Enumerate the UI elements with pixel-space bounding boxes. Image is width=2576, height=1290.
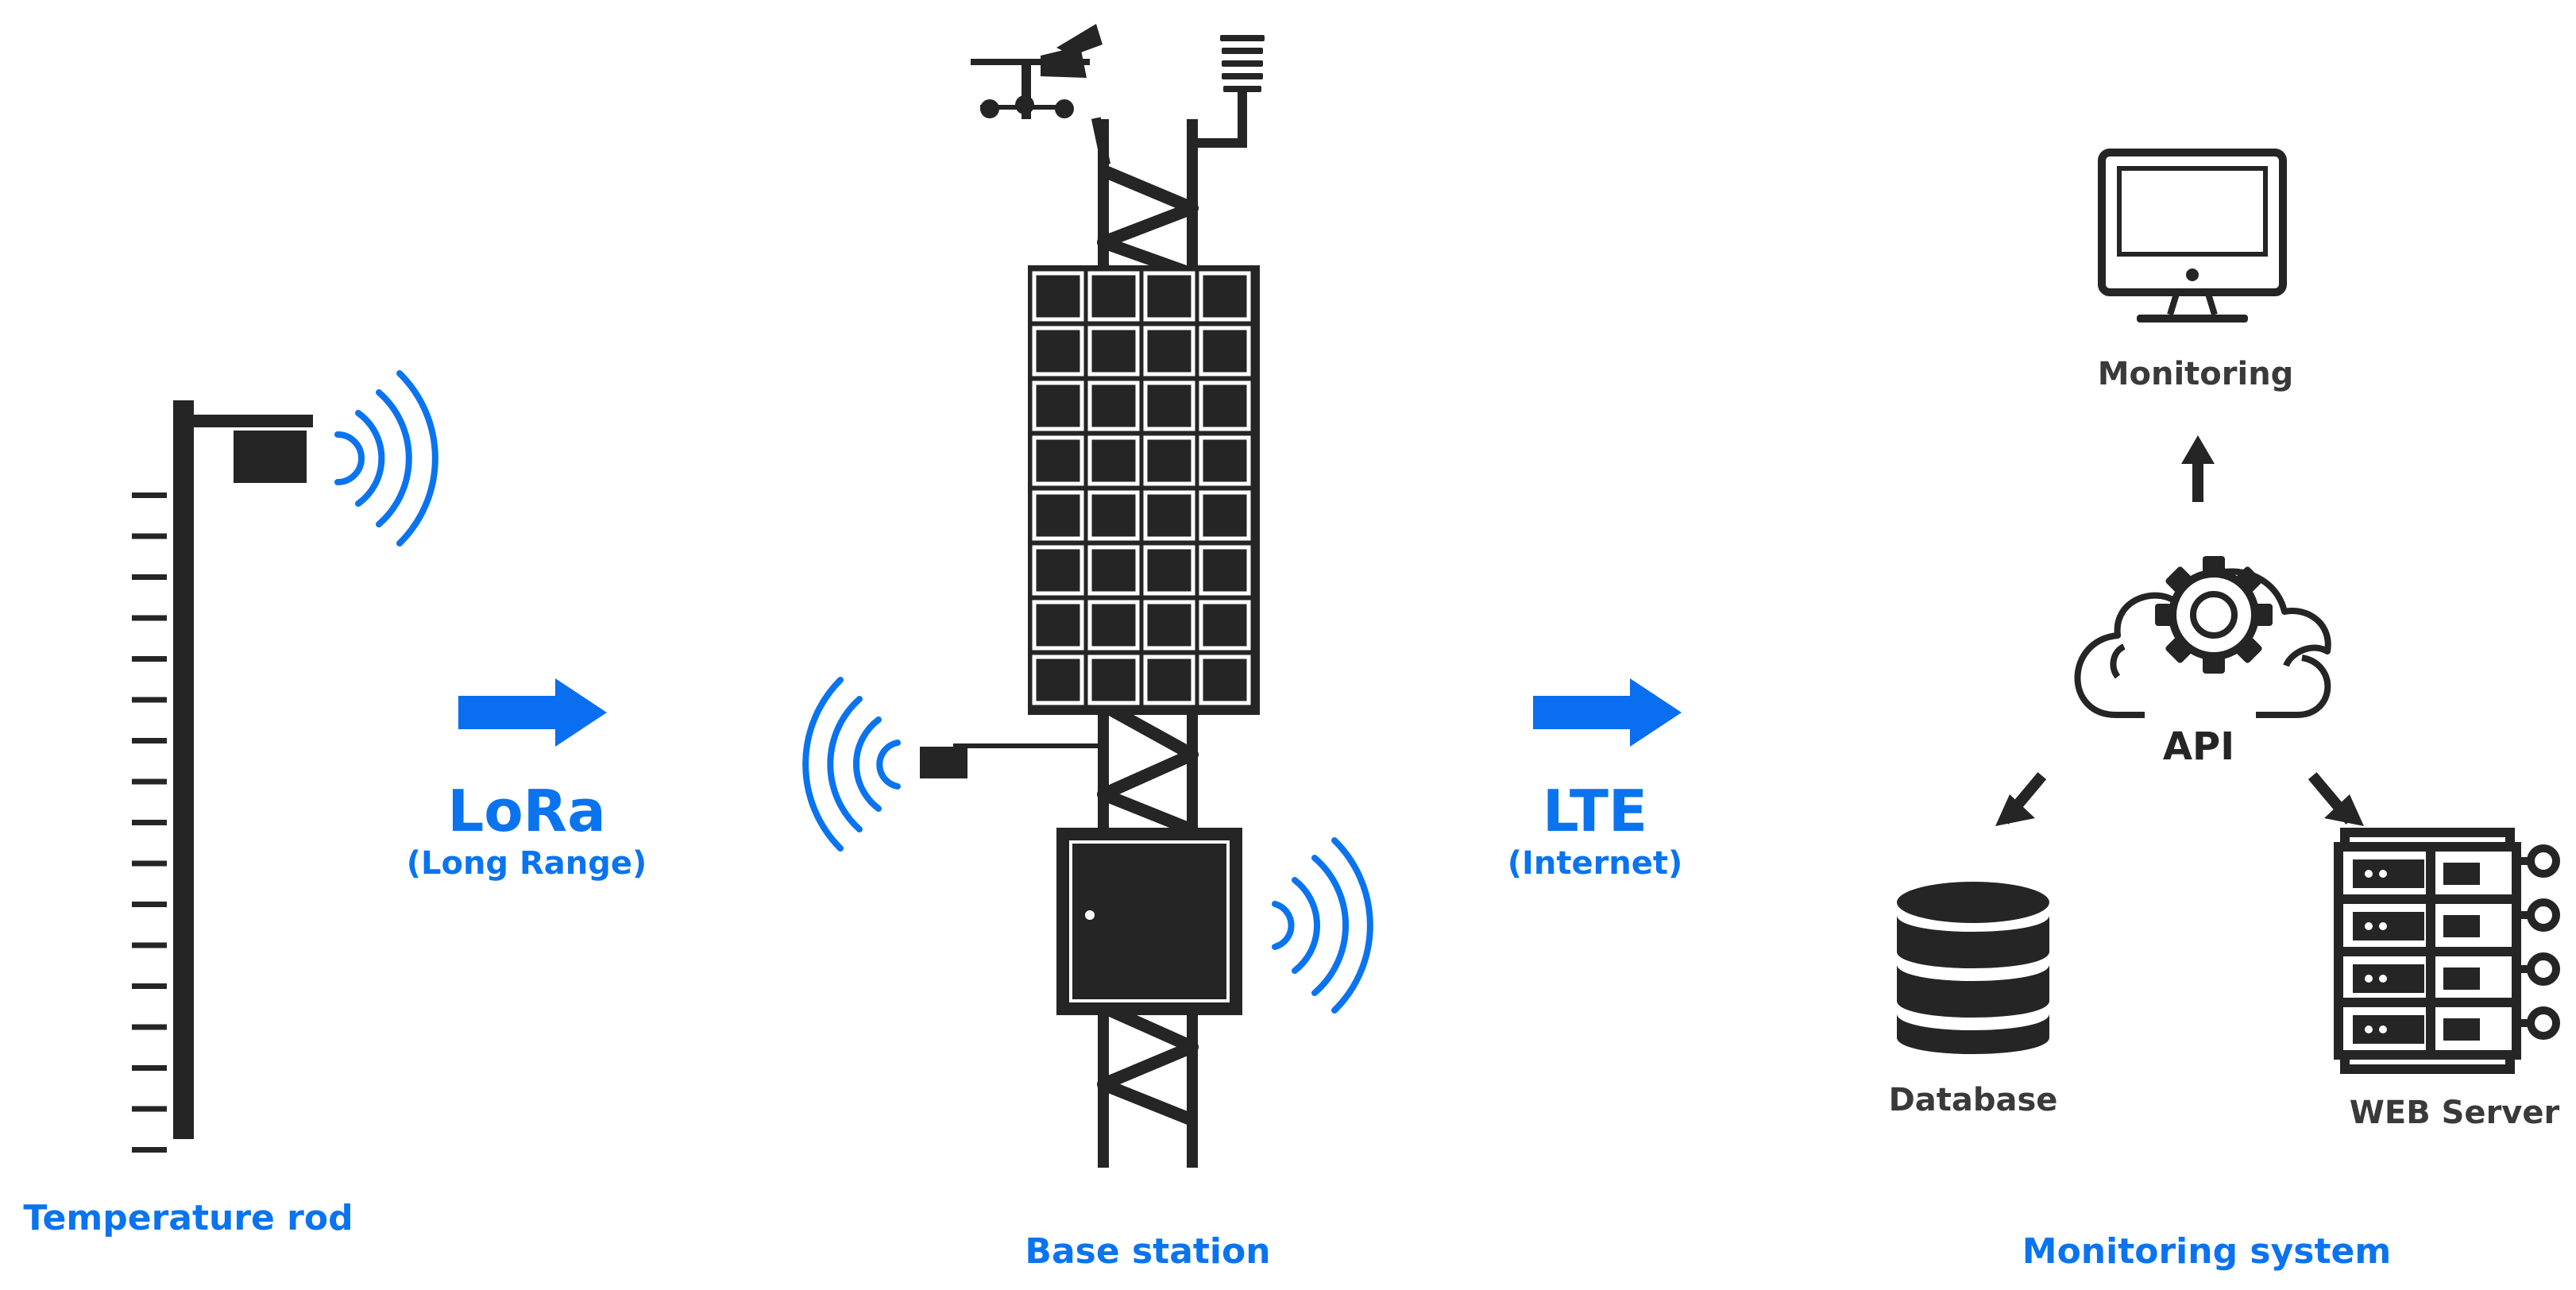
- rod-tick: [132, 820, 167, 825]
- solar-cell: [1087, 655, 1140, 705]
- lte-arrow: [1533, 678, 1682, 747]
- wireless-signal-icon: [802, 677, 901, 852]
- mast-truss: [1097, 164, 1199, 1126]
- solar-cell: [1143, 545, 1195, 596]
- rod-tick: [132, 1147, 167, 1153]
- solar-cell: [1032, 655, 1084, 705]
- solar-cell: [1032, 326, 1084, 377]
- rod-tick: [132, 1065, 167, 1071]
- solar-cell: [1032, 600, 1084, 651]
- rod-ticks: [132, 492, 167, 1153]
- receiver-box: [920, 747, 967, 778]
- solar-cell: [1032, 271, 1084, 322]
- lte-label: LTE: [1543, 778, 1647, 844]
- rod-tick: [132, 656, 167, 662]
- base-station: [802, 24, 1373, 1168]
- rod-tick: [132, 778, 167, 785]
- monitor-icon: [2098, 149, 2287, 322]
- solar-cell: [1143, 490, 1195, 541]
- solar-cell: [1087, 271, 1140, 322]
- rod-tick: [132, 492, 167, 498]
- solar-cell: [1143, 655, 1195, 705]
- solar-cell: [1032, 435, 1084, 486]
- solar-cell: [1032, 545, 1084, 596]
- solar-cell: [1199, 490, 1251, 541]
- rod-arm: [173, 415, 313, 427]
- web-server-label: WEB Server: [2350, 1095, 2560, 1131]
- arrow-up-icon: [2181, 435, 2215, 502]
- solar-cell: [1143, 326, 1195, 377]
- arrow-down-right-icon: [2308, 772, 2364, 826]
- receiver-arm: [953, 743, 1101, 748]
- solar-cell: [1199, 600, 1251, 651]
- solar-cell: [1087, 435, 1140, 486]
- anemometer-icon: [971, 24, 1111, 166]
- solar-cell: [1199, 326, 1251, 377]
- lora-arrow: [458, 678, 607, 747]
- api-label: API: [2163, 724, 2234, 769]
- server-icon: [2334, 828, 2560, 1074]
- monitoring-label: Monitoring: [2098, 356, 2294, 392]
- solar-cell: [1143, 435, 1195, 486]
- radiation-shield-icon: [1196, 35, 1265, 148]
- arrow-down-left-icon: [1995, 772, 2047, 826]
- solar-cell: [1199, 380, 1251, 431]
- control-cabinet: [1056, 828, 1242, 1015]
- base-station-title: Base station: [1025, 1231, 1270, 1272]
- temperature-rod: [132, 400, 313, 1153]
- rod-sensor-box: [234, 431, 307, 483]
- solar-cell: [1199, 545, 1251, 596]
- rod-tick: [132, 942, 167, 948]
- lora-label: LoRa: [447, 778, 605, 844]
- database-icon: [1897, 882, 2049, 1054]
- solar-cell: [1199, 655, 1251, 705]
- rod-tick: [132, 983, 167, 989]
- solar-cell: [1032, 380, 1084, 431]
- rod-tick: [132, 860, 167, 867]
- rod-tick: [132, 902, 167, 907]
- solar-cell: [1199, 435, 1251, 486]
- rod-tick: [132, 1024, 167, 1030]
- lte-sub-label: (Internet): [1508, 845, 1683, 882]
- gear-icon: [2155, 556, 2273, 674]
- database-label: Database: [1889, 1082, 2058, 1118]
- solar-cell: [1087, 490, 1140, 541]
- rod-tick: [132, 533, 167, 539]
- solar-cell: [1032, 490, 1084, 541]
- temperature-rod-title: Temperature rod: [23, 1198, 353, 1238]
- lora-sub-label: (Long Range): [407, 845, 647, 882]
- wireless-signal-icon: [334, 370, 438, 547]
- rod-tick: [132, 738, 167, 743]
- solar-cell: [1087, 380, 1140, 431]
- rod-tick: [132, 697, 167, 703]
- solar-cell: [1087, 326, 1140, 377]
- solar-cell: [1087, 600, 1140, 651]
- solar-cell: [1143, 271, 1195, 322]
- solar-cells: [1032, 271, 1251, 705]
- solar-panel-icon: [1028, 265, 1260, 715]
- wireless-signal-icon: [1272, 837, 1373, 1014]
- solar-cell: [1199, 271, 1251, 322]
- rod-tick: [132, 574, 167, 580]
- monitoring-system-title: Monitoring system: [2022, 1231, 2391, 1272]
- solar-cell: [1143, 380, 1195, 431]
- rod-tick: [132, 615, 167, 621]
- rod-tick: [132, 1106, 167, 1112]
- solar-cell: [1087, 545, 1140, 596]
- rod-pole: [173, 400, 194, 1139]
- solar-cell: [1143, 600, 1195, 651]
